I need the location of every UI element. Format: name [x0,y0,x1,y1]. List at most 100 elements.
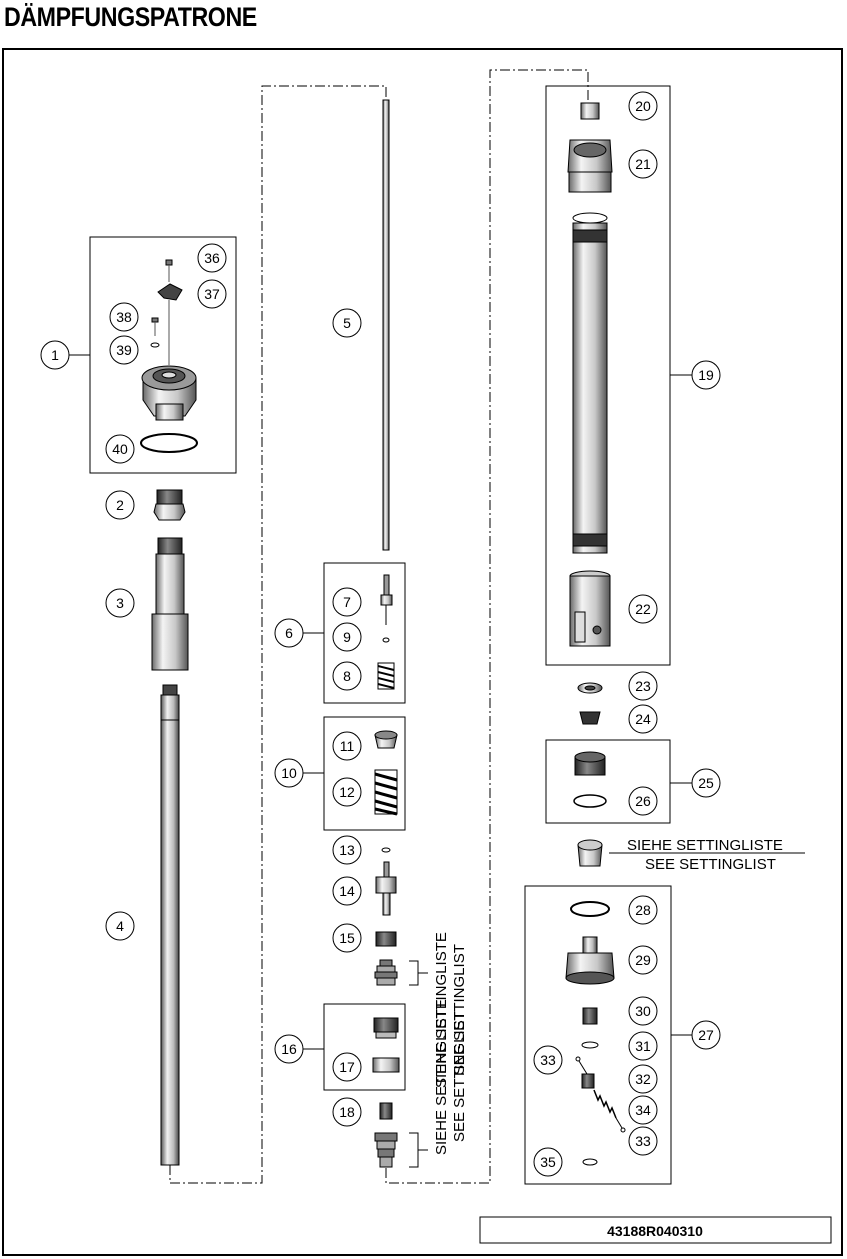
callout-24: 24 [628,704,658,734]
callout-30: 30 [628,996,658,1026]
callout-32: 32 [628,1064,658,1094]
svg-text:1: 1 [51,347,59,363]
callout-37: 37 [197,279,227,309]
callout-14: 14 [332,876,362,906]
callout-33b: 33 [628,1126,658,1156]
callout-39: 39 [109,335,139,365]
part-compression-body [565,936,615,985]
svg-text:27: 27 [698,1027,714,1043]
callout-5: 5 [332,308,362,338]
callout-15: 15 [332,923,362,953]
part-compression-washer [581,1041,599,1049]
svg-text:6: 6 [285,625,293,641]
svg-text:12: 12 [339,784,355,800]
svg-text:2: 2 [116,497,124,513]
svg-text:15: 15 [339,930,355,946]
callout-16: 16 [274,1034,304,1064]
svg-text:24: 24 [635,711,651,727]
callout-22: 22 [628,594,658,624]
callout-17: 17 [332,1052,362,1082]
svg-text:32: 32 [635,1071,651,1087]
callout-3: 3 [105,588,135,618]
svg-text:40: 40 [112,441,128,457]
callout-11: 11 [332,731,362,761]
callout-20: 20 [628,91,658,121]
svg-text:39: 39 [116,342,132,358]
callout-38: 38 [109,302,139,332]
svg-text:SIEHE SETTINGLISTE: SIEHE SETTINGLISTE [627,837,783,854]
part-nut [153,489,186,521]
callout-21: 21 [628,149,658,179]
setting-note-vertical-lower: SIEHE SETTINGLISTE SEE SETTINGLIST [433,999,468,1155]
svg-text:33: 33 [540,1052,556,1068]
callout-34: 34 [628,1095,658,1125]
svg-text:29: 29 [635,952,651,968]
svg-text:23: 23 [635,678,651,694]
svg-text:30: 30 [635,1003,651,1019]
part-compression-nut [582,1007,598,1025]
svg-text:7: 7 [343,594,351,610]
part-end-cap [582,1158,598,1166]
callout-28: 28 [628,895,658,925]
part-base-oring [573,794,607,808]
svg-text:33: 33 [635,1133,651,1149]
svg-text:SIEHE SETTINGLISTE: SIEHE SETTINGLISTE [433,999,450,1155]
svg-text:18: 18 [339,1104,355,1120]
svg-text:SEE SETTINGLIST: SEE SETTINGLIST [451,1011,468,1142]
connector-lines [169,69,589,1184]
part-small-spring [377,662,395,690]
svg-text:36: 36 [204,250,220,266]
svg-text:17: 17 [339,1059,355,1075]
page-title: DÄMPFUNGSPATRONE [4,2,257,32]
svg-text:19: 19 [698,367,714,383]
part-piston-nut [379,1102,393,1120]
part-rod-oring [381,847,391,853]
callout-1: 1 [40,340,70,370]
part-setting-valve [577,839,603,867]
part-cartridge-tube [572,212,608,554]
svg-text:13: 13 [339,842,355,858]
group-box-25 [545,739,671,824]
svg-text:4: 4 [116,918,124,934]
part-piston-ring [372,1057,400,1073]
callout-18: 18 [332,1097,362,1127]
part-shim-stack-lower [374,1132,398,1168]
part-shim-stack-upper [374,959,398,986]
callout-36: 36 [197,243,227,273]
part-rod-end [375,861,397,916]
setting-note-horizontal: SIEHE SETTINGLISTE SEE SETTINGLIST [627,837,783,873]
part-top-bushing [580,102,600,120]
drawing-number-box: 43188R040310 [479,1216,832,1244]
svg-text:26: 26 [635,793,651,809]
callout-8: 8 [332,661,362,691]
svg-text:16: 16 [281,1041,297,1057]
leader-lines [69,354,805,1168]
part-bleed-assembly [575,1056,626,1133]
svg-text:14: 14 [339,883,355,899]
callout-26: 26 [628,786,658,816]
callout-35: 35 [533,1147,563,1177]
svg-text:34: 34 [635,1102,651,1118]
callout-12: 12 [332,777,362,807]
part-compression-oring [570,901,610,917]
svg-text:31: 31 [635,1038,651,1054]
svg-text:3: 3 [116,595,124,611]
svg-text:28: 28 [635,902,651,918]
part-outer-tube [160,684,180,1166]
callout-29: 29 [628,945,658,975]
svg-text:11: 11 [340,738,355,754]
part-washer-plate [577,682,603,694]
callout-10: 10 [274,758,304,788]
callout-31: 31 [628,1031,658,1061]
part-adjuster-cap [140,259,198,453]
group-box-16 [323,1003,406,1091]
diagram-frame [2,48,843,1256]
svg-text:22: 22 [635,601,651,617]
part-rebound-washer [375,931,397,947]
svg-text:9: 9 [343,629,351,645]
part-piston [373,1017,399,1039]
callout-25: 25 [691,768,721,798]
callout-19: 19 [691,360,721,390]
part-cartridge-bottom [569,570,611,647]
